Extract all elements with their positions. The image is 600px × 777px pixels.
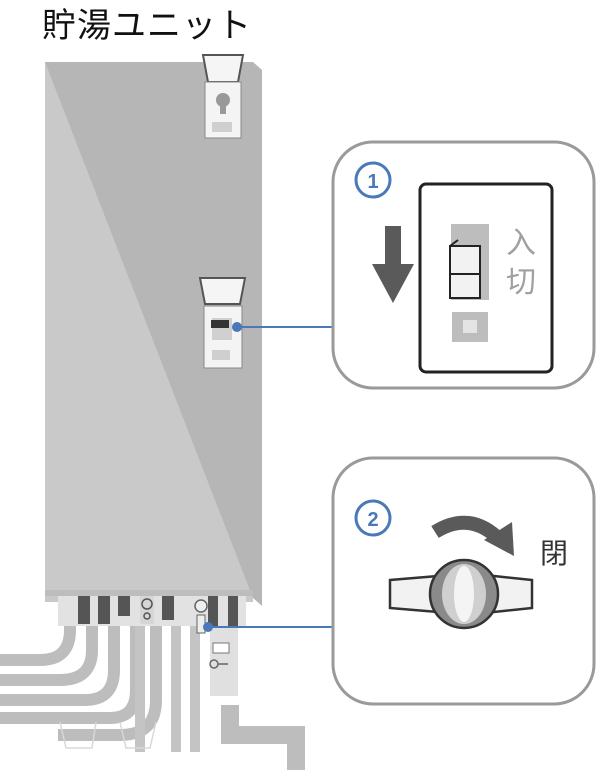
callout-step-2: 2 閉 bbox=[331, 456, 596, 706]
pipe-outlines bbox=[59, 721, 157, 749]
middle-breaker-box bbox=[198, 277, 247, 369]
close-label: 閉 bbox=[540, 537, 568, 570]
unit-base bbox=[58, 596, 246, 696]
arrow-down-icon bbox=[372, 226, 414, 303]
step-1-badge bbox=[354, 161, 392, 199]
switch-label-off: 切 bbox=[506, 265, 536, 300]
breaker-switch-icon bbox=[418, 182, 554, 374]
page-title: 貯湯ユニット bbox=[42, 6, 252, 46]
valve-handle-icon bbox=[388, 558, 534, 630]
top-breaker-box bbox=[201, 54, 245, 139]
leader-lines bbox=[203, 322, 333, 632]
step-2-badge bbox=[354, 499, 392, 537]
step-2-number: 2 bbox=[367, 509, 378, 531]
callout-step-1: 1 入 切 bbox=[331, 140, 596, 390]
drain-valve bbox=[194, 599, 230, 669]
rotate-arrow-icon bbox=[431, 515, 514, 556]
step-1-number: 1 bbox=[367, 171, 378, 193]
switch-label-on: 入 bbox=[506, 226, 536, 261]
